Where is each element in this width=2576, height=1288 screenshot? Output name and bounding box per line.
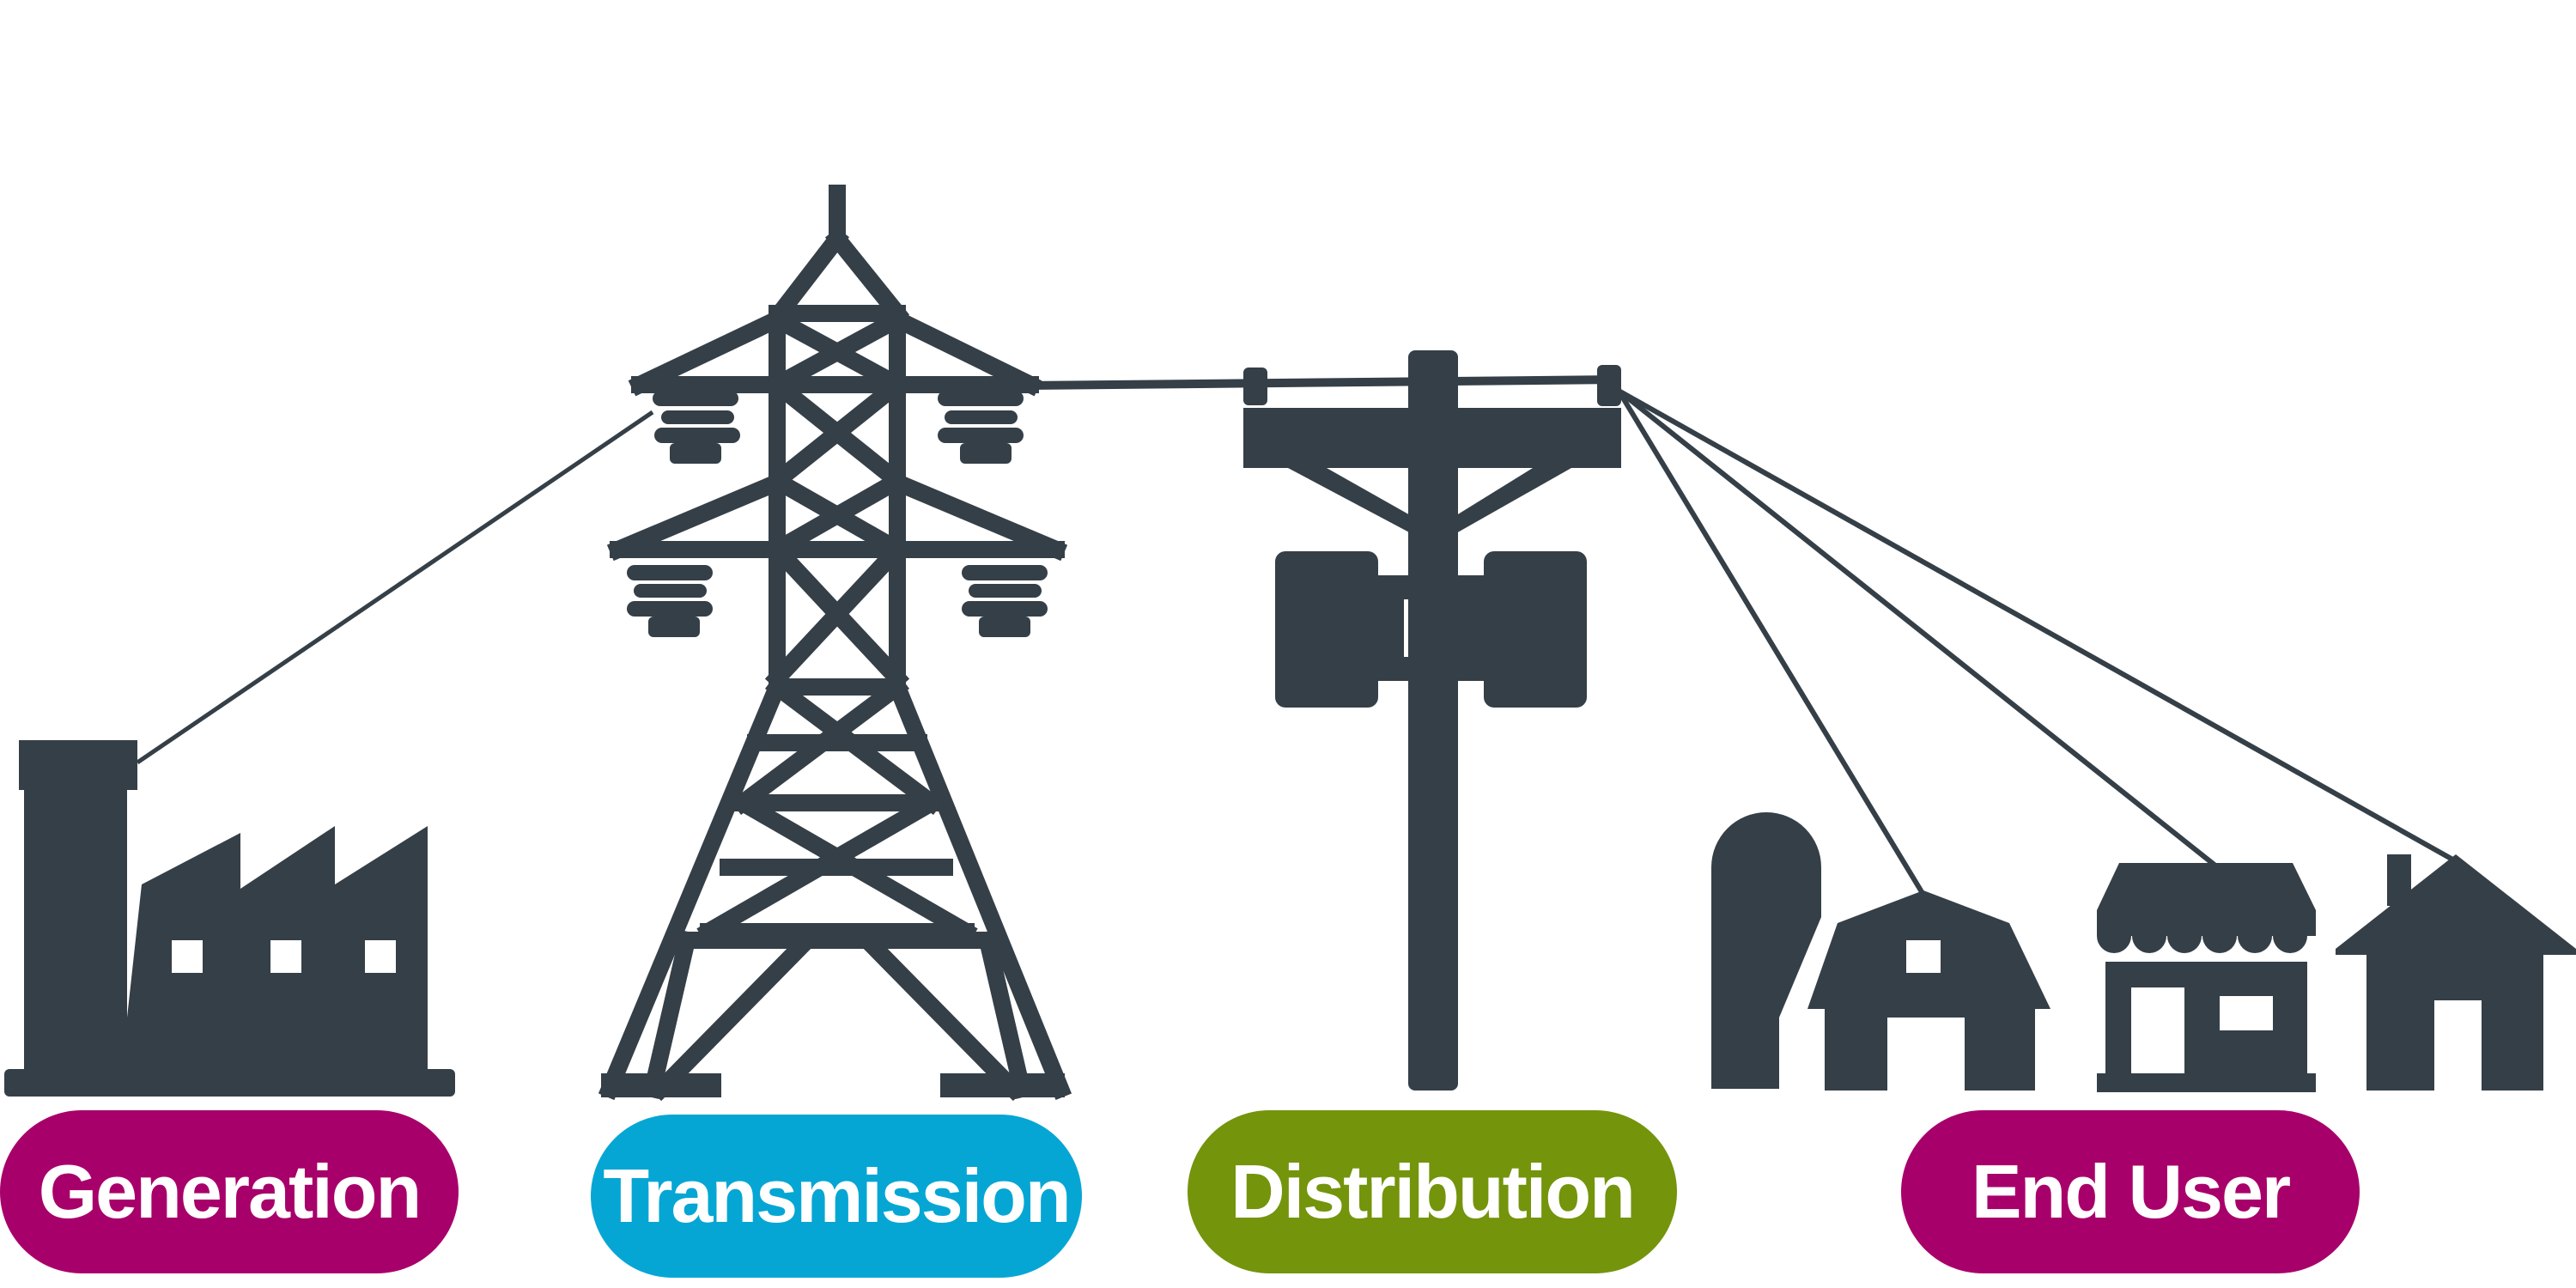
stage-label-distribution: Distribution xyxy=(1188,1110,1677,1273)
barn-icon xyxy=(1807,890,2050,1095)
stage-label-transmission: Transmission xyxy=(591,1115,1082,1278)
utility-pole-icon xyxy=(1243,350,1621,1091)
line-tower-to-pole xyxy=(1025,375,1619,390)
line-pole-to-barn xyxy=(1616,389,1926,896)
line-factory-to-tower xyxy=(136,410,654,765)
factory-icon xyxy=(4,740,455,1097)
power-lines xyxy=(136,375,2458,896)
transmission-tower-icon xyxy=(598,185,1072,1102)
line-pole-to-house xyxy=(1617,388,2458,864)
stage-label-generation: Generation xyxy=(0,1110,459,1273)
end-user-buildings xyxy=(1711,812,2576,1095)
house-icon xyxy=(2336,854,2576,1091)
store-icon xyxy=(2097,863,2316,1092)
stage-label-end-user: End User xyxy=(1901,1110,2360,1273)
line-pole-to-store xyxy=(1617,388,2217,868)
silo-icon xyxy=(1711,812,1821,1089)
